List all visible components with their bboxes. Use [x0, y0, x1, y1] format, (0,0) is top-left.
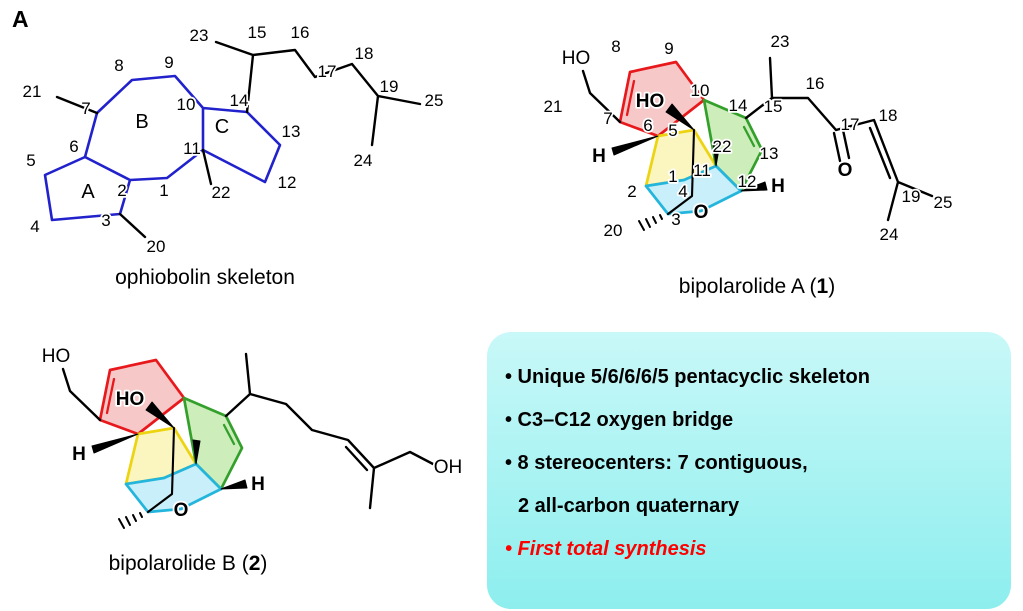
side-chain-bonds — [744, 56, 934, 222]
atom-number-label: 17 — [318, 62, 337, 81]
double-bond-lines — [832, 126, 892, 180]
atom-number-label: 16 — [806, 74, 825, 93]
atom-number-label: 16 — [291, 23, 310, 42]
atom-number-label: 9 — [664, 39, 673, 58]
atom-number-label: 8 — [114, 56, 123, 75]
atom-number-label: 20 — [604, 221, 623, 240]
bipolarolide-a-caption: bipolarolide A (1) — [679, 275, 835, 298]
atom-number-label: 3 — [101, 211, 110, 230]
atom-number-label: 19 — [902, 187, 921, 206]
atom-number-label: 24 — [880, 225, 899, 244]
stereo-h-label: H — [771, 176, 785, 197]
atom-number-label: 10 — [177, 95, 196, 114]
pentacyclic-cage — [61, 358, 249, 530]
bullet-pentacyclic-skeleton: • Unique 5/6/6/6/5 pentacyclic skeleton — [505, 366, 870, 388]
atom-number-label: 10 — [691, 81, 710, 100]
caption-text: ) — [260, 552, 267, 575]
bipolarolide-b-caption: bipolarolide B (2) — [109, 552, 268, 575]
atom-number-label: 14 — [230, 91, 249, 110]
hydroxyl-label: HO — [116, 389, 145, 410]
bullet-first-total-synthesis: • First total synthesis — [505, 538, 707, 560]
hydroxyl-label: OH — [434, 457, 463, 478]
side-chain-bonds — [224, 352, 435, 510]
hydroxyl-label: HO — [636, 91, 665, 112]
stereo-h-label: H — [251, 474, 265, 495]
atom-number-label: 18 — [355, 44, 374, 63]
atom-number-label: 15 — [764, 97, 783, 116]
atom-number-label: 9 — [164, 53, 173, 72]
hydroxyl-label: HO — [562, 48, 591, 69]
ring-bonds-blue — [43, 74, 282, 222]
compound-number: 2 — [249, 552, 261, 575]
bullet-quaternary: 2 all-carbon quaternary — [518, 495, 740, 517]
atom-number-label: 17 — [841, 115, 860, 134]
atom-number-label: 5 — [668, 121, 677, 140]
ophiobolin-ring-letters: A B C — [80, 109, 231, 205]
ophiobolin-caption: ophiobolin skeleton — [115, 266, 295, 289]
atom-number-label: 14 — [729, 96, 748, 115]
atom-number-label: 7 — [81, 99, 90, 118]
hydroxyl-label: HO — [42, 346, 71, 367]
caption-text: bipolarolide A ( — [679, 275, 817, 298]
double-bond-lines — [344, 445, 369, 472]
bullet-oxygen-bridge: • C3–C12 oxygen bridge — [505, 409, 734, 431]
atom-number-label: 5 — [26, 151, 35, 170]
atom-number-label: 2 — [627, 182, 636, 201]
atom-number-label: 11 — [693, 161, 711, 180]
atom-number-label: 6 — [643, 116, 652, 135]
ketone-oxygen-label: O — [838, 160, 853, 181]
atom-number-label: 3 — [671, 210, 680, 229]
atom-number-label: 23 — [190, 26, 209, 45]
atom-number-label: 12 — [278, 173, 297, 192]
info-box: • Unique 5/6/6/6/5 pentacyclic skeleton … — [487, 332, 1011, 609]
pentacyclic-cage — [581, 60, 769, 232]
ring-letter-a: A — [81, 181, 95, 203]
atom-number-label: 1 — [159, 181, 168, 200]
bullet-stereocenters: • 8 stereocenters: 7 contiguous, — [505, 452, 808, 474]
stereo-h-label: H — [592, 146, 606, 167]
panel-label: A — [12, 6, 29, 32]
substituent-bonds — [55, 40, 422, 239]
ring-letter-c: C — [215, 116, 229, 138]
atom-number-label: 25 — [425, 91, 444, 110]
atom-number-label: 6 — [69, 137, 78, 156]
compound-number: 1 — [817, 275, 829, 298]
caption-text: bipolarolide B ( — [109, 552, 249, 575]
caption-text: ) — [828, 275, 835, 298]
atom-number-label: 21 — [544, 97, 563, 116]
atom-number-label: 7 — [603, 109, 612, 128]
bridge-oxygen-label: O — [694, 202, 709, 223]
atom-number-label: 4 — [678, 182, 687, 201]
atom-number-label: 20 — [147, 237, 166, 256]
atom-number-label: 15 — [248, 23, 267, 42]
atom-number-label: 12 — [738, 172, 757, 191]
atom-number-label: 22 — [713, 137, 732, 156]
stereo-h-label: H — [72, 444, 86, 465]
atom-number-label: 22 — [212, 183, 231, 202]
atom-number-label: 25 — [934, 193, 953, 212]
atom-number-label: 19 — [380, 77, 399, 96]
ring-letter-b: B — [135, 111, 148, 133]
atom-number-label: 24 — [354, 151, 373, 170]
atom-number-label: 13 — [760, 144, 779, 163]
atom-number-label: 13 — [282, 122, 301, 141]
atom-number-label: 18 — [879, 106, 898, 125]
atom-number-label: 11 — [183, 139, 201, 158]
atom-number-label: 21 — [23, 82, 42, 101]
atom-number-label: 2 — [117, 181, 126, 200]
atom-number-label: 1 — [668, 167, 677, 186]
atom-number-label: 4 — [30, 217, 39, 236]
atom-number-label: 23 — [771, 32, 790, 51]
atom-number-label: 8 — [611, 37, 620, 56]
bridge-oxygen-label: O — [174, 500, 189, 521]
